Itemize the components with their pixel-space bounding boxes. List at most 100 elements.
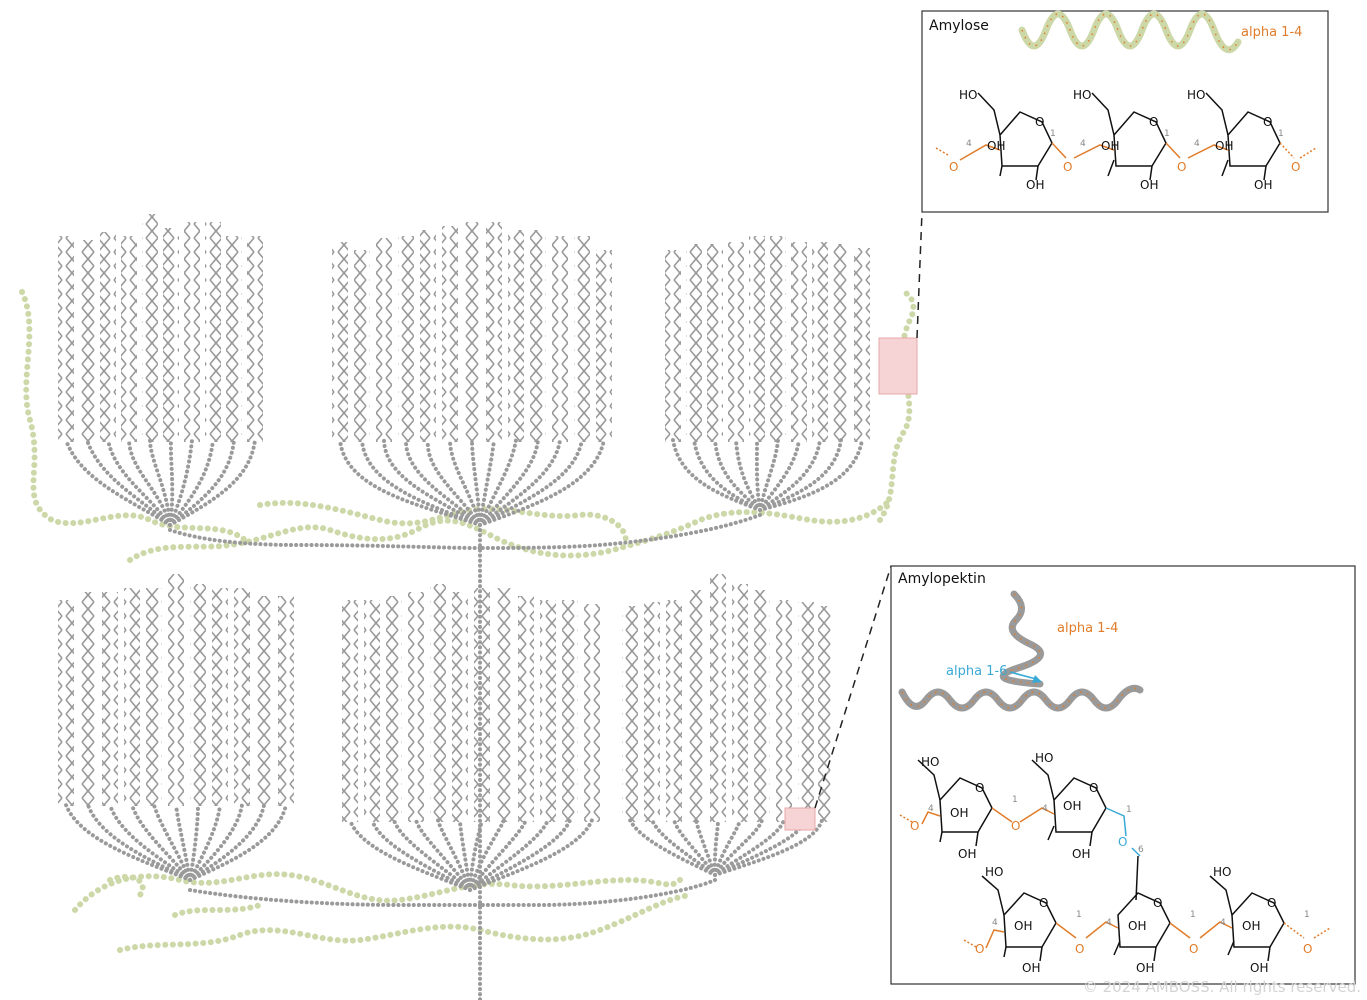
amylose-carbon-numbers: 4 1 4 1 4 1	[966, 129, 1284, 149]
helix-column	[163, 228, 179, 442]
helix-column	[79, 240, 95, 442]
bridge-oxygen-label: O	[949, 160, 958, 174]
svg-text:O: O	[1153, 896, 1162, 910]
helix-column	[205, 222, 221, 442]
helix-column	[376, 238, 392, 442]
ho-label: HO	[959, 88, 977, 102]
helix-column	[749, 236, 765, 442]
bridge-oxygen-label: O	[1291, 160, 1300, 174]
amylose-strand	[117, 892, 693, 953]
svg-text:4: 4	[992, 918, 998, 928]
amylopektin-atom-labels: HO HO HO HO O O O O O OH OH OH OH OH OH …	[921, 751, 1276, 975]
helix-column	[732, 584, 748, 822]
svg-text:HO: HO	[1035, 751, 1053, 765]
helix-column	[226, 236, 242, 442]
svg-text:O: O	[975, 781, 984, 795]
svg-text:O: O	[1303, 942, 1312, 956]
helix-column	[562, 600, 578, 822]
amylopektin-zoom-line	[814, 565, 892, 809]
amylopektin-16-bond	[1105, 807, 1141, 857]
amylopektin-branch-helix	[1000, 590, 1044, 688]
oh-label: OH	[987, 139, 1005, 153]
helix-column	[386, 596, 402, 822]
amylose-strand	[172, 902, 263, 918]
helix-column	[80, 592, 96, 806]
svg-text:OH: OH	[1136, 961, 1154, 975]
helix-column	[332, 242, 348, 442]
helix-column	[58, 236, 74, 442]
amylose-inset: Amylose alpha 1-4 HO HO HO O O	[921, 10, 1329, 213]
svg-text:O: O	[975, 942, 984, 956]
amylose-zoom-line	[916, 211, 923, 339]
ring-oxygen-label: O	[1263, 115, 1272, 129]
branch-point-arrow	[1009, 671, 1037, 680]
amylose-highlight-box	[878, 337, 918, 395]
helix-column	[256, 596, 272, 806]
helix-column	[234, 588, 250, 806]
amylopektin-title: Amylopektin	[898, 571, 986, 587]
svg-text:HO: HO	[921, 755, 939, 769]
helix-column	[798, 602, 814, 822]
helix-column	[408, 592, 424, 822]
oh-label: OH	[1101, 139, 1119, 153]
amylopektin-14-bonds	[899, 807, 1331, 949]
ring-oxygen-label: O	[1149, 115, 1158, 129]
amylose-strand	[19, 289, 248, 543]
svg-text:OH: OH	[1063, 799, 1081, 813]
helix-column	[146, 588, 162, 806]
helix-column	[121, 236, 137, 442]
helix-column	[707, 244, 723, 442]
helix-columns	[58, 214, 870, 822]
amylose-atom-labels: HO HO HO O O O OH OH OH OH OH OH	[959, 88, 1272, 192]
oh-label: OH	[1215, 139, 1233, 153]
amylopektin-carbon-numbers: 4 1 4 1 6 4 1 4 1 4 1	[928, 795, 1310, 928]
svg-text:HO: HO	[1213, 865, 1231, 879]
branch-oxygen-label: O	[1118, 835, 1127, 849]
helix-column	[247, 236, 263, 442]
svg-text:1: 1	[1278, 129, 1284, 139]
svg-text:HO: HO	[985, 865, 1003, 879]
helix-column	[584, 604, 600, 822]
helix-column	[190, 584, 206, 806]
amylose-bond-atoms: O O O O	[949, 160, 1300, 174]
amylose-strand	[877, 288, 917, 523]
helix-column	[644, 602, 660, 822]
helix-column	[420, 230, 436, 442]
helix-column	[686, 244, 702, 442]
helix-column	[442, 226, 458, 442]
svg-text:O: O	[910, 819, 919, 833]
helix-column	[854, 248, 870, 442]
bridge-oxygen-label: O	[1177, 160, 1186, 174]
amylopektin-bond-14-label: alpha 1-4	[1057, 621, 1118, 636]
helix-column	[124, 588, 140, 806]
svg-text:OH: OH	[950, 806, 968, 820]
amylose-strands	[19, 288, 917, 953]
bridge-oxygen-label: O	[1063, 160, 1072, 174]
helix-column	[665, 250, 681, 442]
amylose-strand	[72, 871, 683, 913]
amylose-title: Amylose	[929, 18, 989, 34]
helix-column	[342, 600, 358, 822]
amylopektin-inset: Amylopektin alpha 1-4 alpha 1-6	[890, 565, 1356, 985]
svg-text:OH: OH	[1128, 919, 1146, 933]
svg-text:O: O	[1039, 896, 1048, 910]
oh-label: OH	[1026, 178, 1044, 192]
helix-column	[184, 222, 200, 442]
amylose-strand	[257, 499, 629, 548]
svg-text:1: 1	[1304, 910, 1310, 920]
svg-text:1: 1	[1190, 910, 1196, 920]
helix-column	[818, 606, 832, 822]
helix-column	[688, 590, 704, 822]
amylose-bond-label: alpha 1-4	[1241, 25, 1302, 40]
svg-text:4: 4	[966, 139, 972, 149]
ring-oxygen-label: O	[1035, 115, 1044, 129]
svg-text:OH: OH	[1250, 961, 1268, 975]
oh-label: OH	[1254, 178, 1272, 192]
ho-label: HO	[1073, 88, 1091, 102]
helix-column	[354, 250, 370, 442]
helix-column	[398, 236, 414, 442]
amylopektin-bridge-oxygens: O O O O O O	[910, 819, 1312, 956]
svg-text:4: 4	[1106, 918, 1112, 928]
svg-text:O: O	[1267, 896, 1276, 910]
svg-text:OH: OH	[1242, 919, 1260, 933]
